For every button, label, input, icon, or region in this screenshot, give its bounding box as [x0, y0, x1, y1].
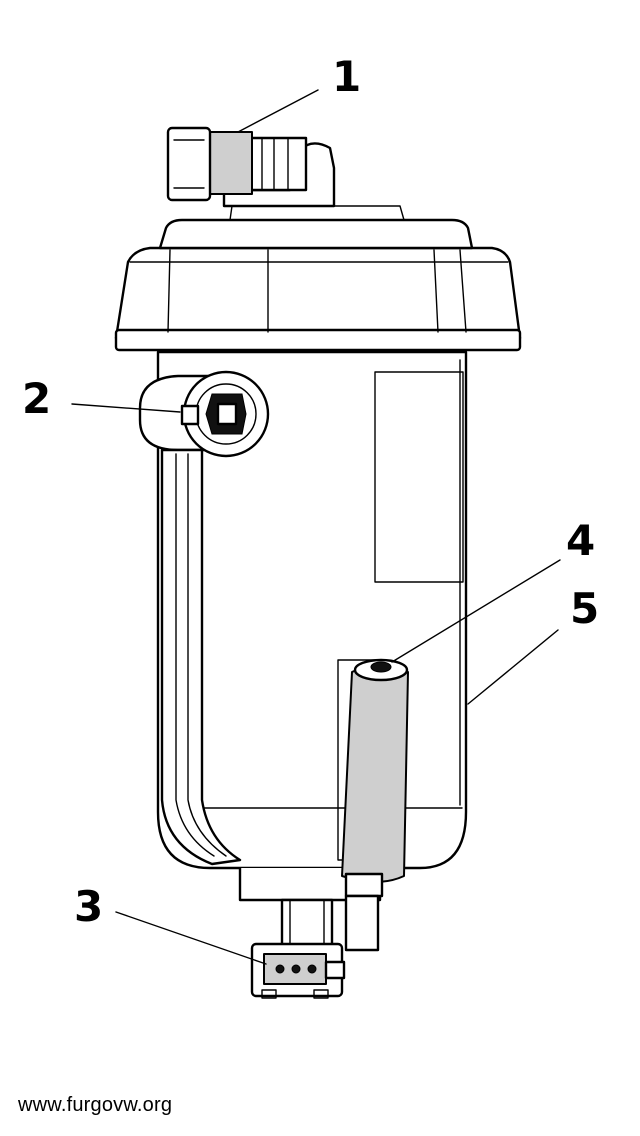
callout-1: 1	[332, 52, 362, 101]
electrical-plug	[250, 942, 346, 999]
side-connector	[138, 370, 270, 458]
leader-line-5	[467, 629, 559, 705]
callout-5: 5	[570, 584, 600, 633]
callout-3: 3	[74, 882, 104, 931]
top-elbow-connector	[166, 126, 336, 208]
drain-stem	[280, 894, 380, 952]
callout-2: 2	[22, 374, 52, 423]
leader-line-4	[391, 559, 561, 663]
callout-4: 4	[566, 516, 596, 565]
feed-pipe	[160, 448, 242, 866]
leader-line-3	[115, 911, 267, 965]
level-sensor	[337, 658, 409, 898]
filter-lid	[114, 205, 522, 352]
leader-lines	[71, 89, 561, 965]
leader-line-1	[237, 89, 319, 133]
watermark: www.furgovw.org	[18, 1094, 173, 1116]
leader-line-2	[71, 403, 181, 413]
